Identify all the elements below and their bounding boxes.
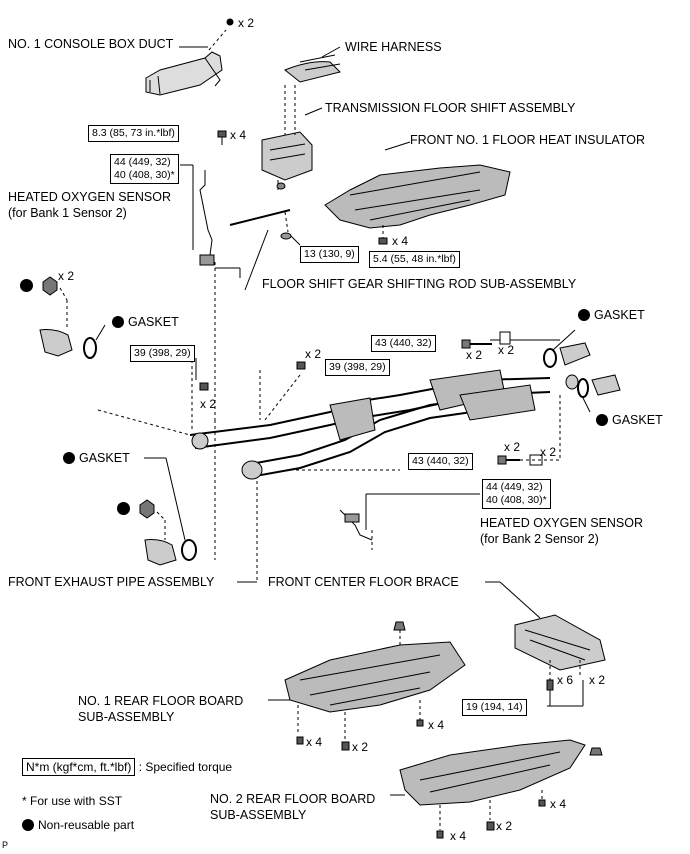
screw-icon bbox=[226, 18, 234, 26]
label-center-brace: FRONT CENTER FLOOR BRACE bbox=[268, 575, 459, 589]
label-rear-board1-line1: NO. 1 REAR FLOOR BOARD bbox=[78, 694, 244, 708]
legend-unit-box: N*m (kgf*cm, ft.*lbf) bbox=[22, 758, 136, 776]
gasket-text: GASKET bbox=[79, 451, 130, 465]
left-nut-qty: x 2 bbox=[58, 269, 75, 283]
flange-bolt-qty: x 2 bbox=[305, 347, 322, 361]
torque-box-trans: 8.3 (85, 73 in.*lbf) bbox=[88, 125, 179, 142]
legend-nonreusable-text: Non-reusable part bbox=[38, 818, 135, 832]
center-brace-drawing bbox=[485, 581, 606, 707]
label-shift-rod: FLOOR SHIFT GEAR SHIFTING ROD SUB-ASSEMB… bbox=[262, 277, 577, 291]
label-wire-harness: WIRE HARNESS bbox=[345, 40, 442, 54]
torque-box-brace: 19 (194, 14) bbox=[462, 699, 527, 716]
trans-bolt-qty: x 4 bbox=[230, 128, 247, 142]
nonreusable-mark-icon bbox=[63, 452, 75, 464]
label-rear-board2-line1: NO. 2 REAR FLOOR BOARD bbox=[210, 792, 376, 806]
nonreusable-mark-icon bbox=[117, 502, 130, 515]
heat-insulator-drawing bbox=[324, 141, 511, 245]
stud-lower-qty: x 2 bbox=[540, 445, 557, 459]
label-hos1-line2: (for Bank 1 Sensor 2) bbox=[8, 206, 127, 220]
torque-box-sensor1: 44 (449, 32) 40 (408, 30)* bbox=[110, 154, 179, 184]
duct-screw-qty: x 2 bbox=[238, 16, 255, 30]
oxygen-sensor-1-drawing bbox=[180, 164, 241, 420]
label-gasket-left: GASKET bbox=[112, 315, 179, 330]
rb1-clip-c-qty: x 4 bbox=[428, 718, 445, 732]
label-console-duct: NO. 1 CONSOLE BOX DUCT bbox=[8, 37, 174, 51]
insulator-bolt-qty: x 4 bbox=[392, 234, 409, 248]
label-heat-insulator: FRONT NO. 1 FLOOR HEAT INSULATOR bbox=[410, 133, 645, 147]
torque-box-insulator: 5.4 (55, 48 in.*lbf) bbox=[369, 251, 460, 268]
rear-floor-board-2-drawing bbox=[390, 739, 603, 830]
gasket-text: GASKET bbox=[612, 413, 663, 427]
flange-bolts-drawing bbox=[195, 358, 306, 391]
label-rear-board2-line2: SUB-ASSEMBLY bbox=[210, 808, 307, 822]
brace-bolt-qty: x 6 bbox=[557, 673, 574, 687]
torque-box-43a: 43 (440, 32) bbox=[371, 335, 436, 352]
clips-drawing bbox=[296, 719, 546, 839]
corner-mark: P bbox=[2, 840, 9, 850]
label-front-pipe: FRONT EXHAUST PIPE ASSEMBLY bbox=[8, 575, 215, 589]
label-trans-shift: TRANSMISSION FLOOR SHIFT ASSEMBLY bbox=[325, 101, 576, 115]
legend-unit: N*m (kgf*cm, ft.*lbf) : Specified torque bbox=[22, 758, 233, 776]
torque-box-39b: 39 (398, 29) bbox=[325, 359, 390, 376]
left-gasket-drawing bbox=[39, 276, 106, 359]
right-gasket-drawing bbox=[490, 329, 621, 460]
transmission-shift-drawing bbox=[261, 46, 341, 190]
label-hos2-line2: (for Bank 2 Sensor 2) bbox=[480, 532, 599, 546]
front-exhaust-pipe-drawing bbox=[97, 360, 551, 583]
legend-sst-note: * For use with SST bbox=[22, 794, 123, 808]
label-gasket-right-top: GASKET bbox=[578, 308, 645, 323]
stud-bolt-lower-qty: x 2 bbox=[504, 440, 521, 454]
label-hos2-line1: HEATED OXYGEN SENSOR bbox=[480, 516, 643, 530]
legend-nonreusable: Non-reusable part bbox=[22, 818, 134, 832]
nonreusable-mark-icon bbox=[112, 316, 124, 328]
brace-nut-qty: x 2 bbox=[589, 673, 606, 687]
rb2-clip-c-qty: x 4 bbox=[550, 797, 567, 811]
trans-bolt-icon bbox=[217, 130, 227, 145]
rb1-clip-a-qty: x 4 bbox=[306, 735, 323, 749]
stud-bolts-drawing bbox=[461, 331, 560, 466]
torque-box-shift-rod: 13 (130, 9) bbox=[300, 246, 359, 263]
shift-rod-drawing bbox=[229, 209, 301, 291]
flange-bolt-left-qty: x 2 bbox=[200, 397, 217, 411]
torque-box-43b: 43 (440, 32) bbox=[408, 453, 473, 470]
torque-sensor1-line2: 40 (408, 30)* bbox=[114, 169, 175, 181]
oxygen-sensor-2-drawing bbox=[339, 493, 480, 550]
nonreusable-mark-icon bbox=[22, 819, 34, 831]
torque-box-39a: 39 (398, 29) bbox=[130, 345, 195, 362]
rb2-clip-a-qty: x 4 bbox=[450, 829, 467, 843]
torque-box-sensor2: 44 (449, 32) 40 (408, 30)* bbox=[482, 479, 551, 509]
nonreusable-mark-icon bbox=[596, 414, 608, 426]
rear-floor-board-1-drawing bbox=[268, 621, 466, 740]
gasket-text: GASKET bbox=[128, 315, 179, 329]
stud-qty: x 2 bbox=[498, 343, 515, 357]
rb1-clip-b-qty: x 2 bbox=[352, 740, 369, 754]
torque-sensor1-line1: 44 (449, 32) bbox=[114, 156, 171, 168]
gasket-text: GASKET bbox=[594, 308, 645, 322]
label-gasket-lower-left: GASKET bbox=[63, 451, 130, 466]
label-hos1-line1: HEATED OXYGEN SENSOR bbox=[8, 190, 171, 204]
torque-sensor2-line1: 44 (449, 32) bbox=[486, 481, 543, 493]
label-rear-board1-line2: SUB-ASSEMBLY bbox=[78, 710, 175, 724]
nonreusable-mark-icon bbox=[578, 309, 590, 321]
console-duct-drawing bbox=[145, 29, 227, 96]
nonreusable-mark-icon bbox=[20, 279, 33, 292]
rb2-clip-b-qty: x 2 bbox=[496, 819, 513, 833]
label-gasket-right-bottom: GASKET bbox=[596, 413, 663, 428]
torque-sensor2-line2: 40 (408, 30)* bbox=[486, 494, 547, 506]
legend-unit-text: : Specified torque bbox=[138, 760, 233, 774]
lower-left-gasket-drawing bbox=[139, 457, 197, 566]
stud-bolt-qty: x 2 bbox=[466, 348, 483, 362]
